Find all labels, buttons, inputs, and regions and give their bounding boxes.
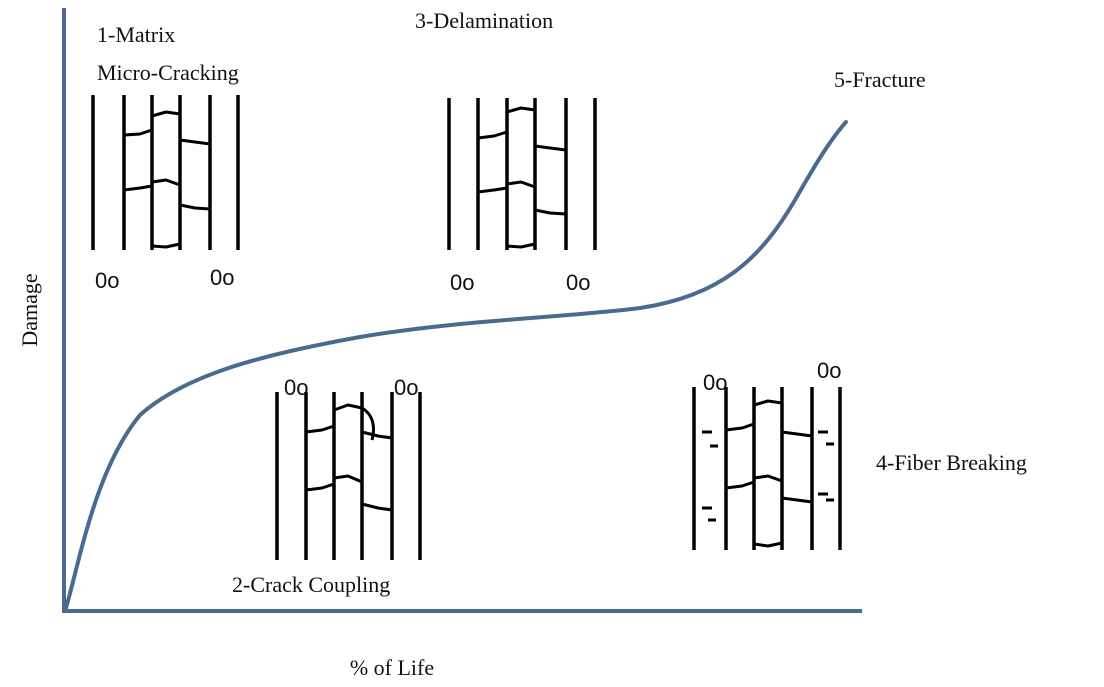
stage-4-ply-right: 0o: [817, 358, 841, 383]
stage-4-fiber-sketch: [692, 387, 842, 550]
stage-1-fiber-sketch: [91, 95, 240, 250]
stage-2-label: 2-Crack Coupling: [232, 572, 390, 597]
stage-3-ply-right: 0o: [566, 270, 590, 295]
stage-3-delamination: 3-Delamination 0o 0o: [415, 8, 597, 295]
stage-1-ply-left: 0o: [95, 268, 119, 293]
stage-1-matrix-microcracking: 1-Matrix Micro-Cracking 0o 0o: [91, 22, 240, 293]
stage-3-fiber-sketch: [447, 98, 597, 250]
damage-curve: [64, 120, 848, 610]
stage-5-label: 5-Fracture: [834, 67, 926, 92]
stage-4-fiber-breaking: 0o 0o 4-Fiber Breaking: [692, 358, 1027, 550]
y-axis-label: Damage: [17, 273, 42, 346]
stage-3-label: 3-Delamination: [415, 8, 553, 33]
stage-2-ply-right: 0o: [394, 375, 418, 400]
stage-3-ply-left: 0o: [450, 270, 474, 295]
stage-4-ply-left: 0o: [703, 370, 727, 395]
stage-4-label: 4-Fiber Breaking: [876, 450, 1027, 475]
stage-1-label-line2: Micro-Cracking: [97, 60, 239, 85]
stage-1-label-line1: 1-Matrix: [97, 22, 175, 47]
x-axis-label: % of Life: [350, 655, 434, 680]
stage-2-fiber-sketch: [275, 392, 422, 560]
stage-2-crack-coupling: 0o 0o 2-Crack Coupling: [232, 375, 422, 597]
stage-1-ply-right: 0o: [210, 265, 234, 290]
